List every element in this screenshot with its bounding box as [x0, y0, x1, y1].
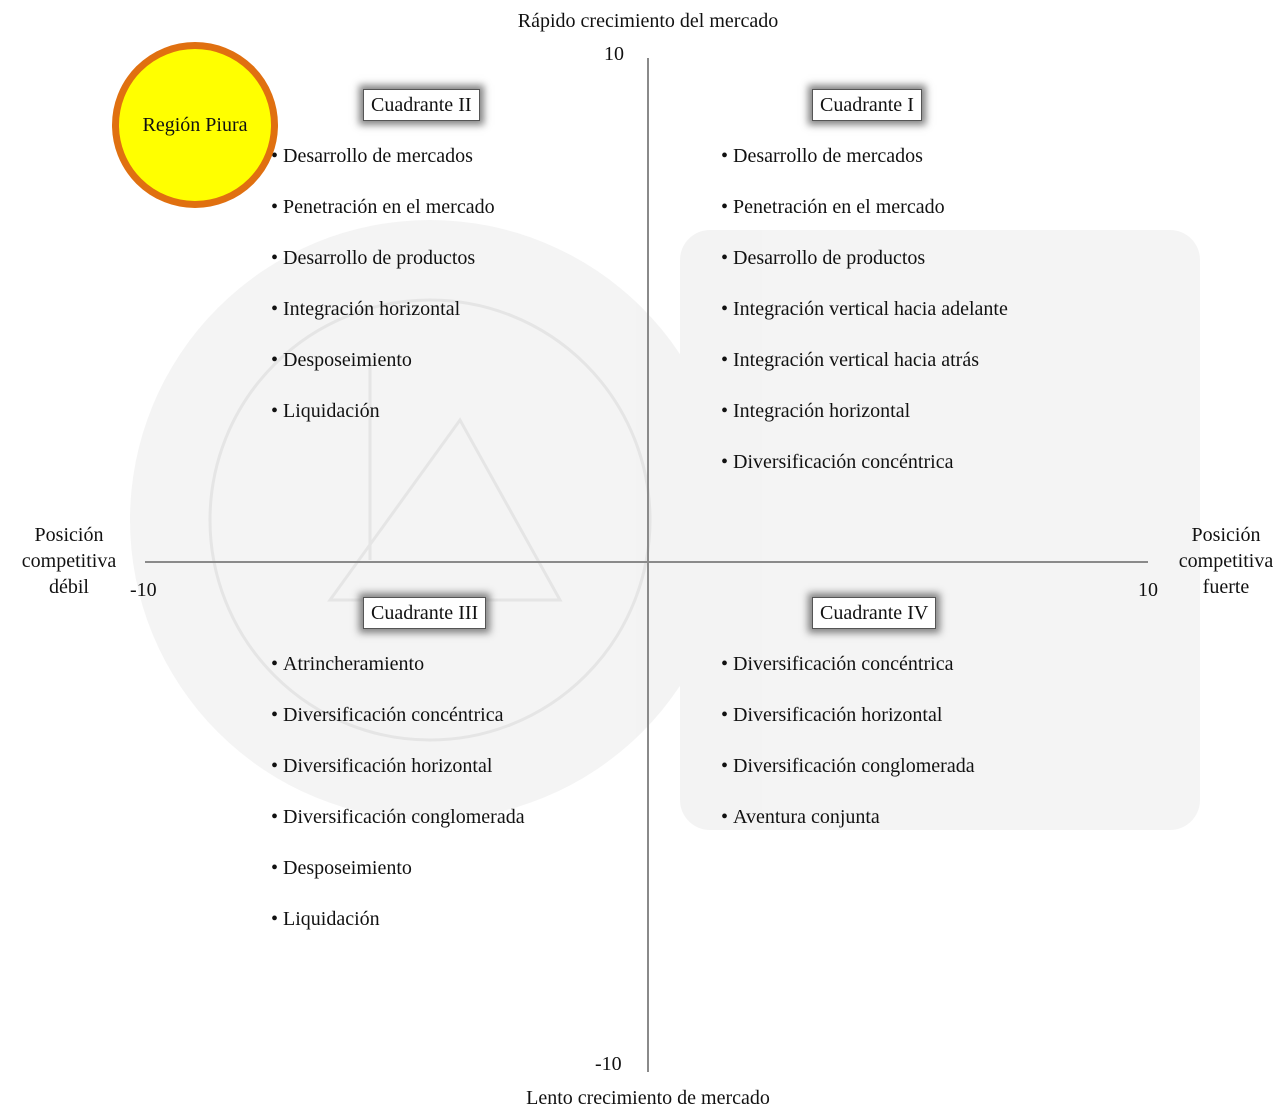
- list-item: Diversificación concéntrica: [271, 703, 525, 754]
- list-item: Diversificación horizontal: [271, 754, 525, 805]
- list-item: Integración vertical hacia adelante: [721, 297, 1008, 348]
- list-item: Integración vertical hacia atrás: [721, 348, 1008, 399]
- bottom-axis-label: Lento crecimiento de mercado: [526, 1087, 770, 1109]
- quadrant-iv-label: Cuadrante IV: [812, 597, 937, 629]
- quadrant-iii-strategies: Atrincheramiento Diversificación concént…: [271, 652, 525, 958]
- x-max-tick: 10: [1138, 579, 1158, 601]
- list-item: Diversificación conglomerada: [271, 805, 525, 856]
- x-min-tick: -10: [130, 579, 157, 601]
- list-item: Desarrollo de mercados: [271, 144, 495, 195]
- list-item: Desposeimiento: [271, 856, 525, 907]
- list-item: Liquidación: [271, 907, 525, 958]
- region-piura-label: Región Piura: [142, 113, 248, 136]
- list-item: Integración horizontal: [721, 399, 1008, 450]
- list-item: Diversificación concéntrica: [721, 450, 1008, 501]
- quadrant-i-strategies: Desarrollo de mercados Penetración en el…: [721, 144, 1008, 501]
- list-item: Diversificación concéntrica: [721, 652, 975, 703]
- right-axis-label: Posición competitiva fuerte: [1178, 524, 1274, 598]
- quadrant-iii-label: Cuadrante III: [363, 597, 487, 629]
- quadrant-i-label: Cuadrante I: [812, 89, 922, 121]
- list-item: Desposeimiento: [271, 348, 495, 399]
- list-item: Liquidación: [271, 399, 495, 450]
- list-item: Atrincheramiento: [271, 652, 525, 703]
- quadrant-ii-label: Cuadrante II: [363, 89, 480, 121]
- top-axis-label: Rápido crecimiento del mercado: [517, 10, 779, 32]
- list-item: Desarrollo de productos: [271, 246, 495, 297]
- left-axis-label: Posición competitiva débil: [21, 524, 117, 598]
- list-item: Aventura conjunta: [721, 805, 975, 856]
- quadrant-ii-strategies: Desarrollo de mercados Penetración en el…: [271, 144, 495, 450]
- quadrant-iv-strategies: Diversificación concéntrica Diversificac…: [721, 652, 975, 856]
- list-item: Penetración en el mercado: [271, 195, 495, 246]
- list-item: Penetración en el mercado: [721, 195, 1008, 246]
- region-piura-marker: Región Piura: [112, 42, 278, 208]
- list-item: Diversificación horizontal: [721, 703, 975, 754]
- list-item: Diversificación conglomerada: [721, 754, 975, 805]
- list-item: Desarrollo de mercados: [721, 144, 1008, 195]
- y-min-tick: -10: [595, 1053, 622, 1075]
- y-max-tick: 10: [604, 43, 624, 65]
- list-item: Integración horizontal: [271, 297, 495, 348]
- list-item: Desarrollo de productos: [721, 246, 1008, 297]
